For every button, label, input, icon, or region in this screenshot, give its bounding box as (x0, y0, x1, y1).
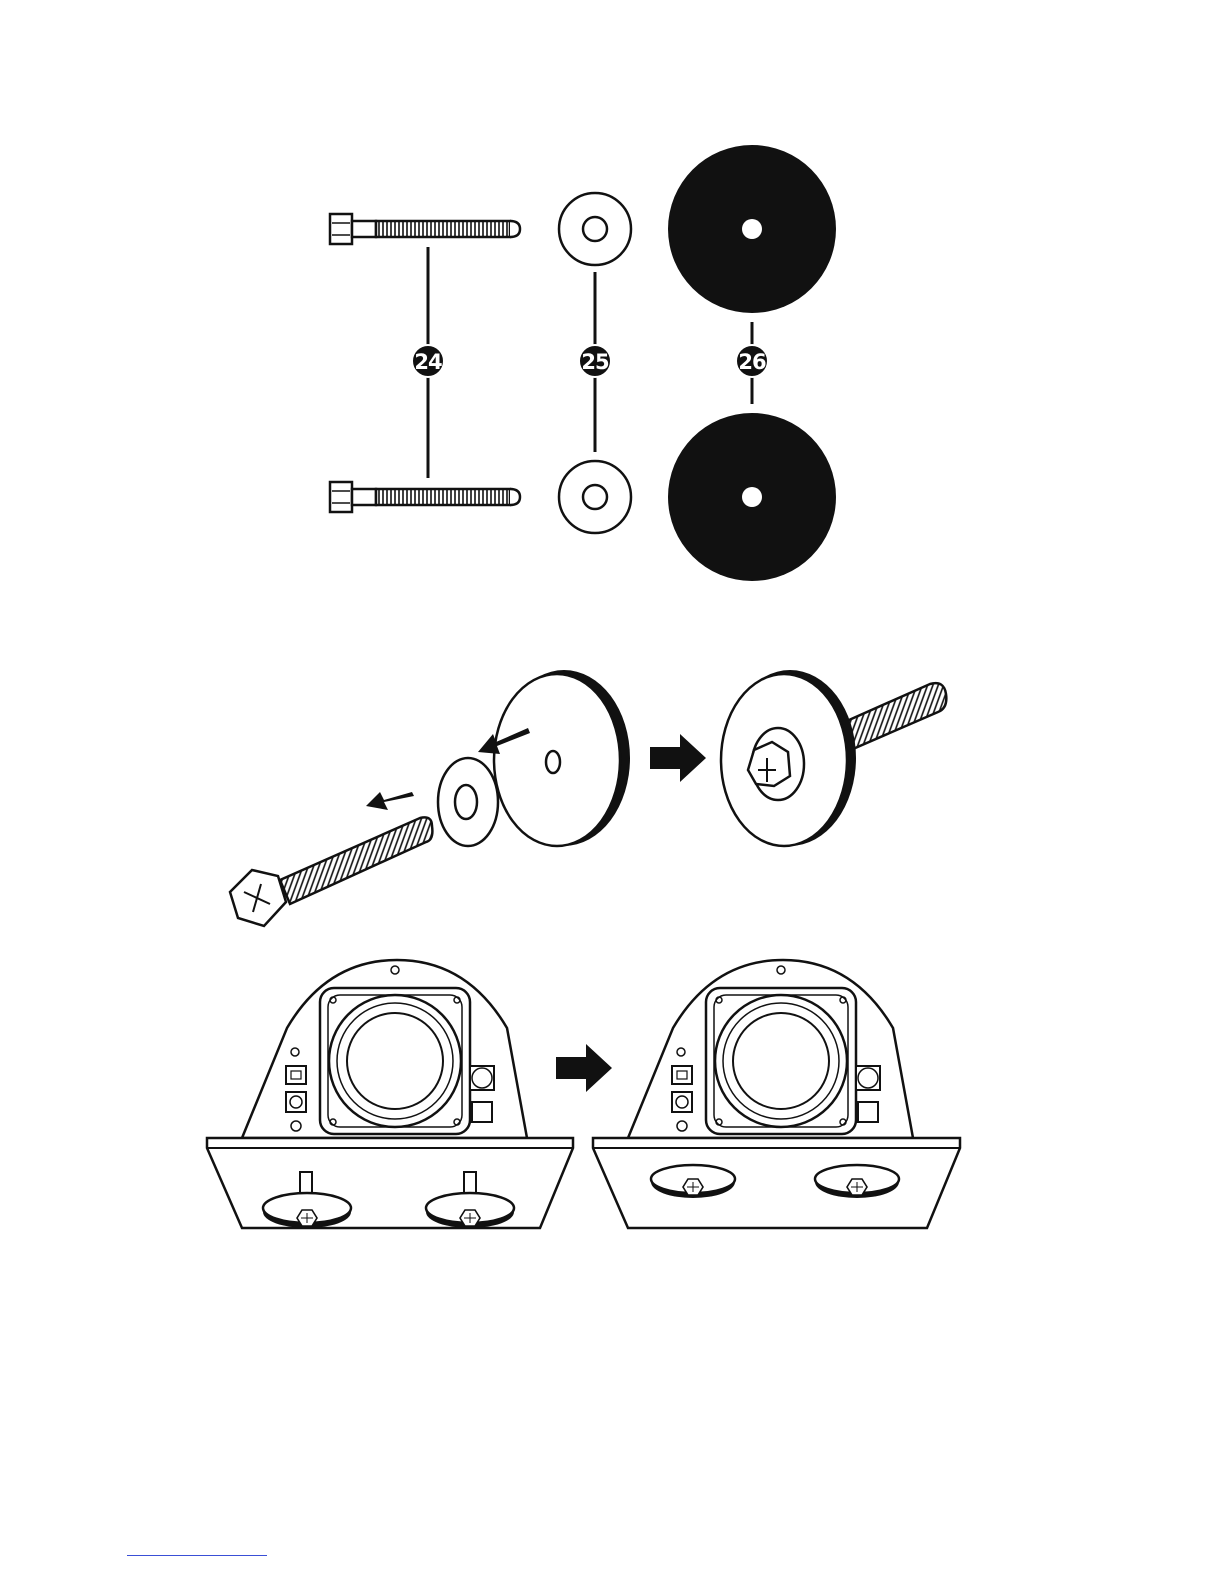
callout-26-label: 26 (738, 350, 766, 374)
washer-icon (438, 758, 498, 846)
callout-25-label: 25 (581, 350, 609, 374)
speaker-housing-before (207, 960, 573, 1228)
rubber-foot-icon (494, 670, 630, 846)
callout-25: 25 (579, 345, 611, 377)
bolt-icon (230, 817, 432, 926)
speaker-housing-after (593, 960, 960, 1228)
parts-legend: 24 25 26 (330, 145, 836, 581)
bolt-icon (330, 482, 520, 512)
assembled-foot (721, 670, 946, 846)
rubber-foot-icon (668, 413, 836, 581)
mounting (207, 960, 960, 1228)
rubber-foot-icon (668, 145, 836, 313)
arrow-left-icon (366, 792, 414, 810)
callout-24: 24 (412, 345, 444, 377)
washer-icon (559, 461, 631, 533)
bolt-icon (330, 214, 520, 244)
footer-divider (127, 1555, 267, 1556)
callout-26: 26 (736, 345, 768, 377)
arrow-right-icon (556, 1044, 612, 1092)
callout-24-label: 24 (414, 350, 442, 374)
washer-icon (559, 193, 631, 265)
arrow-right-icon (650, 734, 706, 782)
foot-assembly (230, 670, 946, 926)
